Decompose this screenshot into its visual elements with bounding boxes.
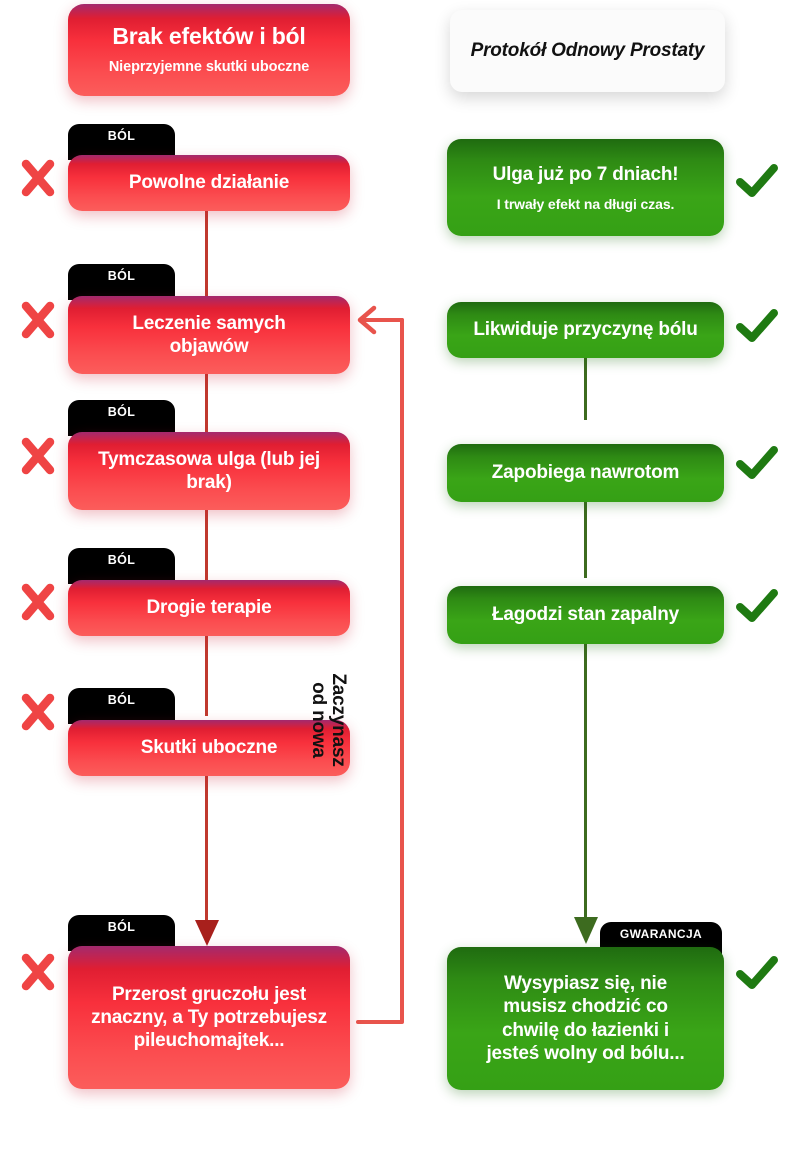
badge-bol-2: BÓL — [68, 264, 175, 300]
badge-bol-6: BÓL — [68, 915, 175, 951]
right-card-1-text: Ulga już po 7 dniach! — [492, 163, 679, 185]
badge-bol-1: BÓL — [68, 124, 175, 160]
cross-icon — [18, 692, 58, 734]
left-card-2-text: Leczenie samych objawów — [132, 312, 286, 357]
right-card-2-text: Likwiduje przyczynę bólu — [473, 319, 698, 341]
right-card-3: Zapobiega nawrotom — [447, 444, 724, 502]
badge-bol-4: BÓL — [68, 548, 175, 584]
right-header-card: Protokół Odnowy Prostaty — [450, 10, 725, 92]
left-card-4: Drogie terapie — [68, 580, 350, 636]
left-card-6: Przerost gruczołu jest znaczny, a Ty pot… — [68, 946, 350, 1089]
right-card-1-subtext: I trwały efekt na długi czas. — [496, 195, 675, 212]
loop-label: Zaczynasz od nowa — [307, 673, 349, 767]
connector-left-3 — [205, 506, 208, 584]
connector-left-2 — [205, 370, 208, 448]
left-header-card: Brak efektów i ból Nieprzyjemne skutki u… — [68, 4, 350, 96]
left-card-5-text: Skutki uboczne — [140, 737, 278, 759]
left-card-4-text: Drogie terapie — [146, 597, 272, 619]
cross-icon — [18, 300, 58, 342]
arrow-down-icon — [574, 917, 598, 944]
right-card-5: Wysypiasz się, nie musisz chodzić co chw… — [447, 947, 724, 1090]
check-icon — [735, 442, 779, 486]
left-card-3-text: Tymczasowa ulga (lub jej brak) — [98, 448, 320, 493]
right-card-5-text: Wysypiasz się, nie musisz chodzić co chw… — [486, 973, 685, 1064]
right-card-4-text: Łagodzi stan zapalny — [491, 604, 680, 626]
check-icon — [735, 952, 779, 996]
arrow-down-icon — [195, 920, 219, 946]
left-card-1: Powolne działanie — [68, 155, 350, 211]
cross-icon — [18, 436, 58, 478]
badge-bol-3: BÓL — [68, 400, 175, 436]
check-icon — [735, 585, 779, 629]
connector-left-4 — [205, 636, 208, 716]
right-card-1: Ulga już po 7 dniach! I trwały efekt na … — [447, 139, 724, 236]
right-card-2: Likwiduje przyczynę bólu — [447, 302, 724, 358]
badge-bol-5: BÓL — [68, 688, 175, 724]
left-card-6-text: Przerost gruczołu jest znaczny, a Ty pot… — [91, 983, 327, 1052]
right-card-4: Łagodzi stan zapalny — [447, 586, 724, 644]
connector-left-5 — [205, 776, 208, 922]
left-card-1-text: Powolne działanie — [128, 172, 290, 194]
check-icon — [735, 160, 779, 204]
connector-right-3 — [584, 644, 587, 918]
connector-right-1 — [584, 358, 587, 420]
left-card-3: Tymczasowa ulga (lub jej brak) — [68, 432, 350, 510]
right-header-title: Protokół Odnowy Prostaty — [470, 40, 705, 62]
connector-left-1 — [205, 208, 208, 310]
check-icon — [735, 305, 779, 349]
loop-return-path — [356, 305, 404, 1024]
left-card-5: Skutki uboczne — [68, 720, 350, 776]
cross-icon — [18, 158, 58, 200]
cross-icon — [18, 582, 58, 624]
right-card-3-text: Zapobiega nawrotom — [491, 462, 680, 484]
left-header-subtitle: Nieprzyjemne skutki uboczne — [108, 58, 310, 75]
connector-right-2 — [584, 500, 587, 578]
left-header-title: Brak efektów i ból — [112, 22, 306, 49]
cross-icon — [18, 952, 58, 994]
left-card-2: Leczenie samych objawów — [68, 296, 350, 374]
